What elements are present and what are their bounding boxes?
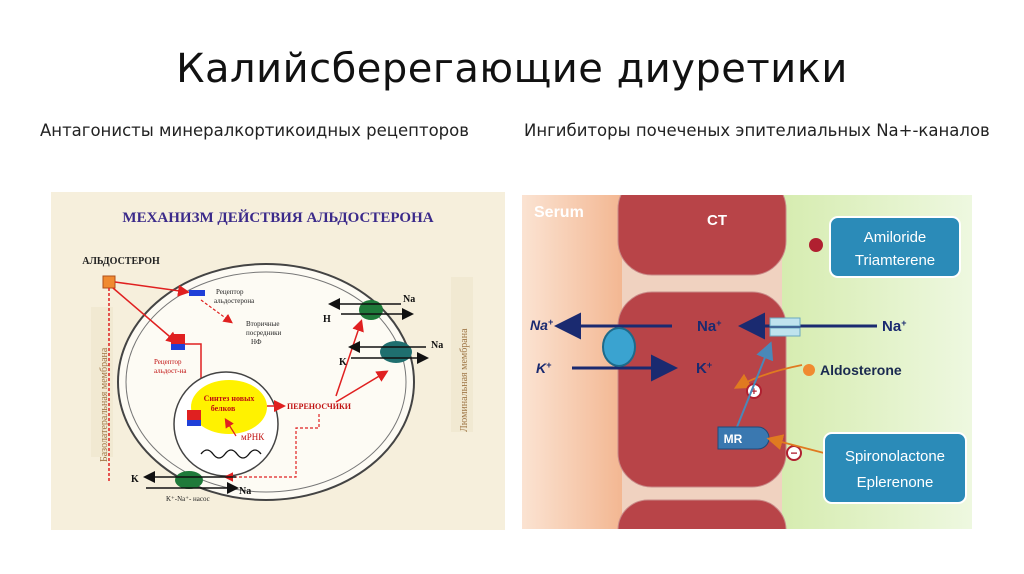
na-k-pump bbox=[175, 471, 203, 489]
left-heading: Антагонисты минералкортикоидных рецептор… bbox=[40, 121, 469, 140]
receptor-complex-label-1: Рецептор bbox=[154, 358, 182, 366]
ct-label: CT bbox=[707, 212, 727, 229]
protein-synth-label-1: Синтез новых bbox=[204, 394, 255, 403]
na-cell-label: Na+ bbox=[697, 318, 721, 335]
k-channel bbox=[380, 341, 412, 363]
cell-bottom bbox=[617, 499, 787, 561]
k-bottom-label: K bbox=[131, 474, 139, 485]
nuclear-receptor-red bbox=[187, 410, 201, 420]
diagram-title: МЕХАНИЗМ ДЕЙСТВИЯ АЛЬДОСТЕРОНА bbox=[122, 209, 433, 226]
basolateral-band bbox=[91, 307, 113, 457]
receptor-icon bbox=[189, 290, 205, 296]
aldosterone-label: АЛЬДОСТЕРОН bbox=[82, 256, 160, 267]
enac-channel-top bbox=[769, 317, 801, 327]
aldosterone-dot bbox=[803, 364, 815, 376]
na-top-label: Na bbox=[403, 294, 415, 305]
k-mid-label: K bbox=[339, 357, 347, 368]
na-mid-label: Na bbox=[431, 340, 443, 351]
secondary-label-3: НФ bbox=[251, 338, 262, 346]
cell-top bbox=[617, 174, 787, 276]
amiloride-label: Amiloride bbox=[864, 229, 927, 246]
eplerenone-label: Eplerenone bbox=[857, 474, 934, 491]
spironolactone-box bbox=[823, 432, 967, 504]
receptor-complex-blue bbox=[171, 344, 185, 350]
na-bottom-label: Na bbox=[239, 486, 251, 497]
cell-inner-membrane bbox=[125, 271, 407, 493]
aldosterone-mechanism-diagram: МЕХАНИЗМ ДЕЙСТВИЯ АЛЬДОСТЕРОНА АЛЬДОСТЕР… bbox=[51, 192, 505, 530]
triamterene-label: Triamterene bbox=[855, 252, 935, 269]
nuclear-receptor-blue bbox=[187, 420, 201, 426]
mr-label: MR bbox=[724, 432, 743, 446]
aldosterone-molecule bbox=[102, 275, 116, 289]
na-lumen-label: Na+ bbox=[882, 318, 906, 335]
k-serum-label: K+ bbox=[536, 360, 552, 376]
luminal-label: Люминальная мембрана bbox=[459, 328, 470, 432]
amiloride-dot bbox=[809, 238, 823, 252]
h-label: H bbox=[323, 314, 331, 325]
mrna-strand bbox=[200, 449, 262, 459]
receptor-complex-label-2: альдост-на bbox=[154, 367, 187, 375]
amiloride-box bbox=[829, 216, 961, 278]
aldosterone-label: Aldosterone bbox=[820, 362, 902, 378]
plus-sign: + bbox=[751, 386, 757, 398]
na-serum-label: Na+ bbox=[530, 317, 554, 333]
secondary-label-2: посредники bbox=[246, 329, 281, 337]
enac-channel-bottom bbox=[769, 327, 801, 337]
pump-label: K⁺-Na⁺- насос bbox=[166, 495, 210, 503]
right-heading: Ингибиторы почеченых эпителиальных Na+-к… bbox=[524, 121, 990, 140]
transporters-label: ПЕРЕНОСЧИКИ bbox=[287, 402, 352, 411]
minus-sign: − bbox=[790, 446, 797, 460]
slide-title: Калийсберегающие диуретики bbox=[176, 46, 848, 92]
basolateral-label: Базолатеральная мембрана bbox=[99, 347, 110, 462]
receptor-label-1: Рецептор bbox=[216, 288, 244, 296]
na-k-atpase bbox=[602, 327, 636, 367]
spironolactone-label: Spironolactone bbox=[845, 448, 945, 465]
mrna-label: мРНК bbox=[241, 432, 265, 442]
receptor-label-2: альдостерона bbox=[214, 297, 255, 305]
serum-region bbox=[522, 195, 622, 529]
protein-synthesis-area bbox=[191, 380, 267, 434]
enac-inhibitors-diagram: Serum CT Na+ Na+ Na+ K+ K+ Amiloride Tri… bbox=[522, 174, 972, 561]
protein-synth-label-2: белков bbox=[211, 404, 236, 413]
k-cell-label: K+ bbox=[696, 360, 712, 377]
luminal-band bbox=[451, 277, 473, 432]
secondary-label-1: Вторичные bbox=[246, 320, 279, 328]
serum-label: Serum bbox=[534, 204, 584, 221]
na-channel-top bbox=[359, 300, 383, 320]
receptor-complex-red bbox=[171, 334, 185, 344]
